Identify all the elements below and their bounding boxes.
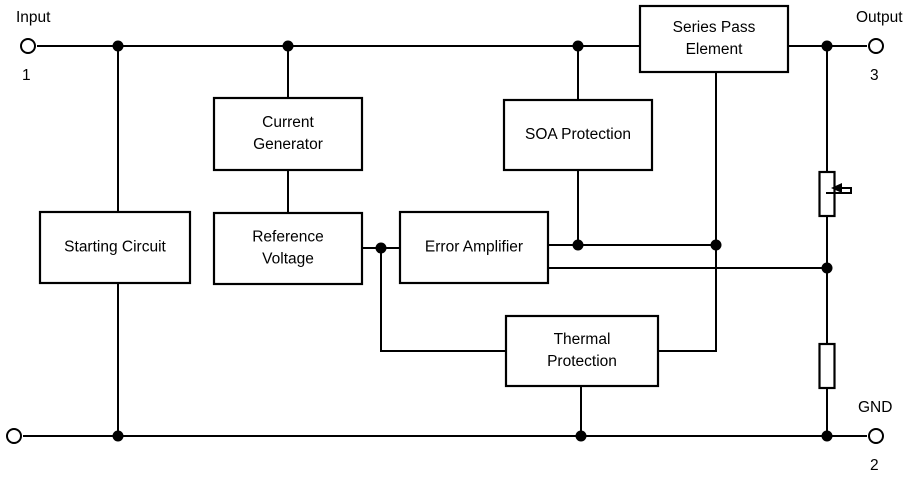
block-current-generator-label: Generator [253,136,323,153]
terminal-input-pad[interactable] [20,38,36,54]
block-series-pass-element-label: Element [686,41,744,58]
block-starting-circuit[interactable]: Starting Circuit [38,210,192,285]
junction-gnd-thermal-node [575,430,587,442]
components-layer [818,170,852,390]
terminal-ground-pad[interactable] [868,428,884,444]
block-series-pass-element-outline [638,4,790,74]
junction-input-current-generator-node [282,40,294,52]
junctions-layer [112,40,833,442]
block-soa-protection[interactable]: SOA Protection [502,98,654,172]
block-reference-voltage-label: Voltage [262,251,314,268]
block-current-generator-label: Current [262,114,314,131]
block-thermal-protection-label: Protection [547,353,617,370]
terminal-ground-label: GND [858,399,892,416]
block-soa-protection-outline [502,98,654,172]
block-starting-circuit-label: Starting Circuit [64,239,166,256]
junction-soa-error-amp-node [572,239,584,251]
block-soa-protection-label: SOA Protection [525,126,631,143]
terminal-ground-left[interactable] [6,428,22,444]
terminal-output-pin-number: 3 [870,67,879,84]
terminal-output[interactable]: Output 3 [856,9,903,84]
divider-resistor-body [818,342,836,390]
block-error-amplifier[interactable]: Error Amplifier [398,210,550,285]
junction-feedback-divider-node [821,262,833,274]
block-reference-voltage-outline [212,211,364,286]
terminal-ground-left-pad[interactable] [6,428,22,444]
block-current-generator-outline [212,96,364,172]
junction-series-pass-feedback-node [710,239,722,251]
adjust-resistor-symbol [818,170,852,218]
wire-reference-node-down-to-thermal [380,247,507,352]
block-thermal-protection-outline [504,314,660,388]
terminal-input-label: Input [16,9,51,26]
divider-resistor-symbol [818,342,836,390]
block-reference-voltage-label: Reference [252,229,324,246]
terminal-output-pad[interactable] [868,38,884,54]
wires-layer [23,45,867,437]
junction-output-node [821,40,833,52]
block-error-amplifier-label: Error Amplifier [425,239,523,256]
junction-reference-out-node [375,242,387,254]
junction-input-starting-circuit-node [112,40,124,52]
terminal-ground[interactable]: GND 2 [858,399,892,474]
junction-input-soa-node [572,40,584,52]
terminal-input[interactable]: Input 1 [16,9,51,84]
adjust-resistor-wiper-arrowhead [831,183,842,193]
block-error-amplifier-outline [398,210,550,285]
junction-gnd-starting-circuit-node [112,430,124,442]
block-thermal-protection-label: Thermal [554,331,611,348]
block-series-pass-element-label: Series Pass [673,19,756,36]
block-starting-circuit-outline [38,210,192,285]
adjust-resistor-wiper-lead [826,187,852,194]
terminal-ground-pin-number: 2 [870,457,879,474]
terminal-input-pin-number: 1 [22,67,31,84]
terminal-output-label: Output [856,9,903,26]
junction-gnd-divider-node [821,430,833,442]
